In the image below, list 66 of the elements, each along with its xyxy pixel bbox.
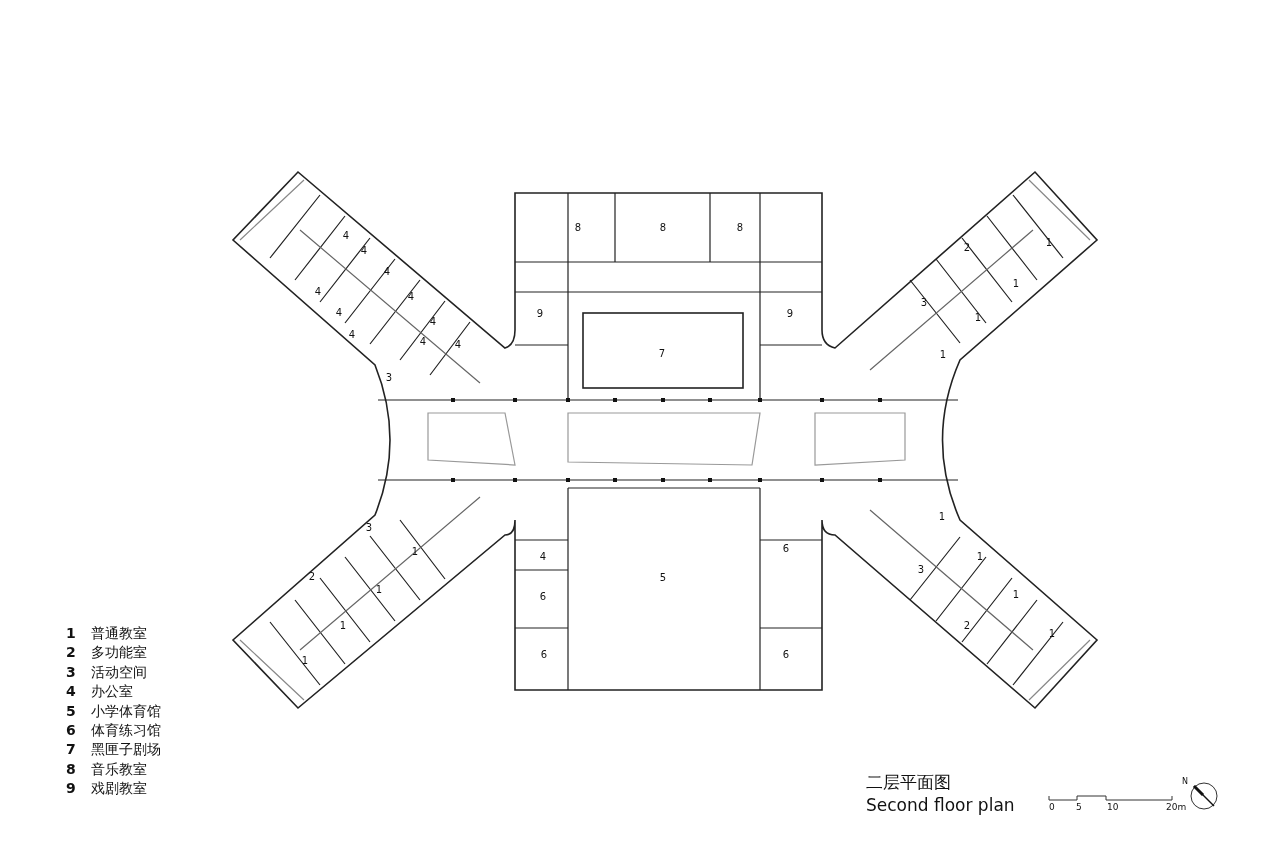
scale-label: 5: [1076, 803, 1082, 812]
room-number: 8: [736, 223, 744, 233]
room-number: 4: [383, 267, 391, 277]
plan-title: 二层平面图: [866, 774, 951, 791]
room-number: 4: [407, 292, 415, 302]
room-number: 1: [939, 350, 947, 360]
legend-number: 7: [66, 742, 76, 757]
room-number: 9: [786, 309, 794, 319]
legend-number: 3: [66, 664, 76, 679]
room-name: 办公室: [91, 684, 133, 699]
scale-label: 10: [1107, 803, 1119, 812]
room-number: 1: [938, 512, 946, 522]
room-number: 1: [301, 656, 309, 666]
room-number: 3: [920, 298, 928, 308]
room-number: 1: [976, 552, 984, 562]
legend-number: 1: [66, 626, 76, 640]
legend-number: 4: [66, 684, 76, 699]
room-name: 普通教室: [91, 626, 147, 640]
room-number: 3: [917, 565, 925, 575]
room-number: 4: [342, 231, 350, 241]
room-name: 戏剧教室: [91, 781, 147, 796]
room-number: 6: [539, 592, 547, 602]
room-number: 6: [782, 650, 790, 660]
room-number: 4: [314, 287, 322, 297]
scale-label: 20m: [1166, 803, 1187, 812]
room-number: 4: [419, 337, 427, 347]
room-number: 4: [335, 308, 343, 318]
room-number: 2: [308, 572, 316, 582]
room-number: 1: [1012, 590, 1020, 600]
room-number: 6: [782, 544, 790, 554]
room-number: 4: [348, 330, 356, 340]
room-number: 4: [429, 317, 437, 327]
legend-number: 6: [66, 723, 76, 737]
room-name: 多功能室: [91, 645, 147, 660]
plan-caption: Second floor plan: [866, 797, 1015, 814]
room-number: 8: [574, 223, 582, 233]
room-number: 1: [375, 585, 383, 595]
room-number: 5: [659, 573, 667, 583]
room-number: 1: [974, 313, 982, 323]
room-number: 8: [659, 223, 667, 233]
room-number: 6: [540, 650, 548, 660]
room-number: 2: [963, 243, 971, 253]
room-name: 黑匣子剧场: [91, 742, 161, 757]
north-label: N: [1182, 778, 1188, 786]
legend-number: 9: [66, 781, 76, 796]
legend-number: 2: [66, 645, 76, 660]
legend-number: 8: [66, 761, 76, 776]
room-name: 小学体育馆: [91, 703, 161, 718]
room-number: 4: [454, 340, 462, 350]
room-number: 2: [963, 621, 971, 631]
room-number: 1: [1045, 238, 1053, 248]
room-number: 3: [365, 523, 373, 533]
room-name: 体育练习馆: [91, 723, 161, 737]
room-number: 9: [536, 309, 544, 319]
room-number: 3: [385, 373, 393, 383]
room-number: 1: [1012, 279, 1020, 289]
room-number: 1: [411, 547, 419, 557]
scale-label: 0: [1049, 803, 1055, 812]
room-name: 音乐教室: [91, 761, 147, 776]
room-number: 1: [1048, 629, 1056, 639]
room-number: 4: [539, 552, 547, 562]
legend-number: 5: [66, 703, 76, 718]
room-number: 4: [360, 246, 368, 256]
room-number: 1: [339, 621, 347, 631]
room-name: 活动空间: [91, 664, 147, 679]
room-number: 7: [658, 349, 666, 359]
